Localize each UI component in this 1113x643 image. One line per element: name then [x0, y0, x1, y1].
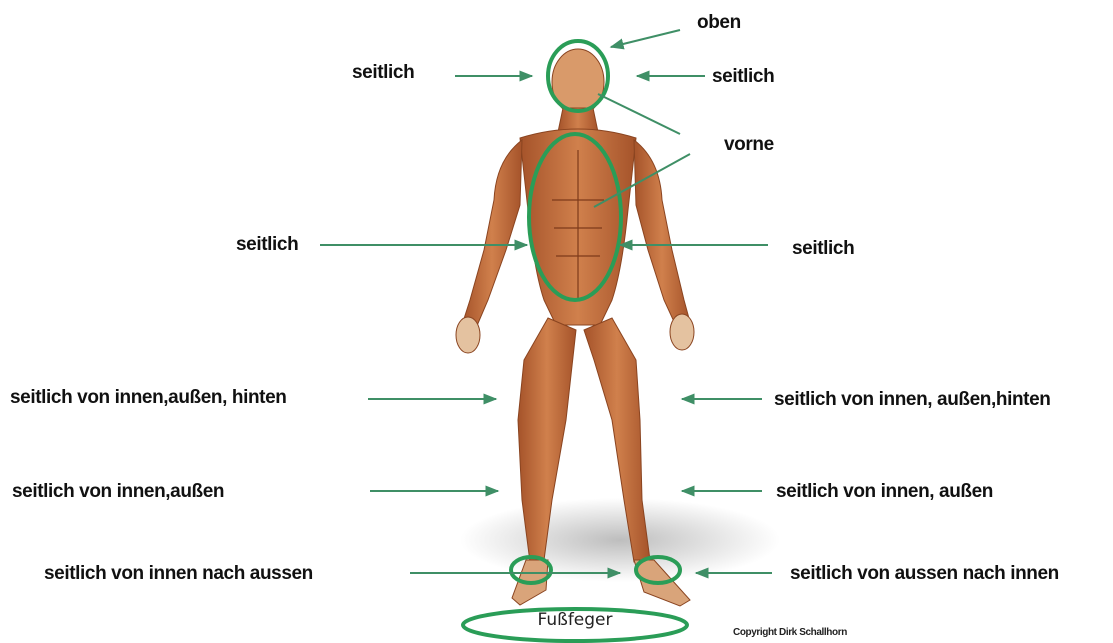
label-ankle-right: seitlich von aussen nach innen — [790, 563, 1059, 585]
label-seitlich-torso-right: seitlich — [792, 238, 854, 260]
label-thigh-right: seitlich von innen, außen,hinten — [774, 389, 1050, 411]
copyright-notice: Copyright Dirk Schallhorn — [733, 627, 847, 638]
floor-shadow — [460, 498, 780, 582]
label-seitlich-torso-left: seitlich — [236, 234, 298, 256]
label-thigh-left: seitlich von innen,außen, hinten — [10, 387, 286, 409]
label-shin-left: seitlich von innen,außen — [12, 481, 224, 503]
label-vorne: vorne — [724, 134, 774, 156]
label-seitlich-head-left: seitlich — [352, 62, 414, 84]
label-seitlich-head-right: seitlich — [712, 66, 774, 88]
arrow-oben — [611, 30, 680, 47]
line-vorne-head — [598, 94, 680, 134]
label-shin-right: seitlich von innen, außen — [776, 481, 993, 503]
label-fussfeger: Fußfeger — [470, 610, 680, 630]
label-ankle-left: seitlich von innen nach aussen — [44, 563, 313, 585]
label-oben: oben — [697, 12, 741, 34]
